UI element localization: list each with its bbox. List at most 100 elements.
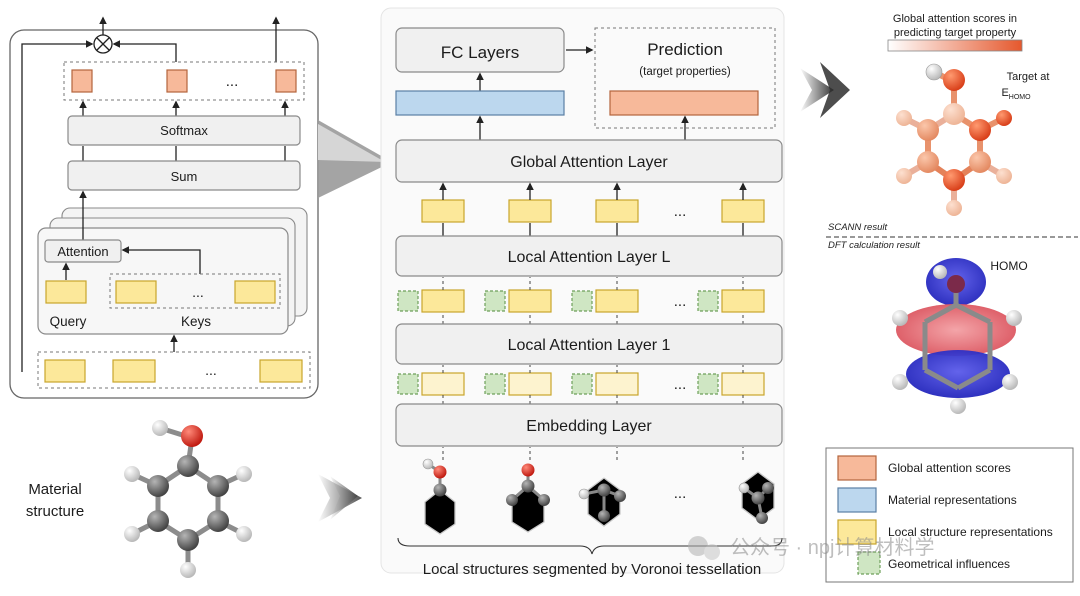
prediction-sub-label: (target properties) [639,66,731,78]
multiply-cross-b [96,37,110,51]
fragments-brace [397,537,783,555]
material-label-line2: structure [26,503,84,520]
score-row-frame [63,61,305,101]
atom-C5 [207,510,229,532]
watermark-text: 公众号 · npj计算材料学 [730,536,934,559]
atom-C1 [177,455,199,477]
material-label-line1: Material [28,481,81,498]
input-ellipsis: ... [205,362,217,378]
local-attention-L-label: Local Attention Layer L [508,249,671,266]
homo-orbital [892,258,1022,414]
prediction-output-bar [609,90,759,116]
atom-H4 [180,562,196,578]
keys-label: Keys [181,314,211,329]
keys-row-frame [109,273,281,309]
legend-item-material-repr: Material representations [888,493,1017,507]
atom-H2 [124,466,140,482]
local-structure-fragments: ... [422,447,775,535]
softmax-box [67,115,301,146]
target-energy-label: EHOMO [1001,87,1031,101]
atom-C3 [147,510,169,532]
legend-swatch-local-repr [837,519,877,545]
global-attention-layer-box [395,139,783,183]
prediction-label: Prediction [647,40,723,59]
legend-item-global-attention: Global attention scores [888,461,1011,475]
scann-result-label: SCANN result [828,222,887,233]
atom-C6 [207,475,229,497]
local-attention-layer-1-box [395,323,783,365]
legend: Global attention scores Material represe… [825,447,1074,583]
attention-color-scale [887,39,1023,52]
target-label-line1: Target at [1007,71,1050,83]
softmax-label: Softmax [160,123,208,138]
atom-O [181,425,203,447]
watermark: 公众号 · npj计算材料学 [688,536,934,560]
target-E: E [1001,87,1008,99]
target-sub: HOMO [1009,94,1031,101]
prediction-frame [594,27,776,129]
atom-H6 [236,466,252,482]
fragment-3 [578,477,626,527]
legend-swatch-global-attention [837,455,877,481]
global-attention-label: Global Attention Layer [510,154,668,171]
fc-layers-label: FC Layers [441,43,519,62]
results-panel: Global attention scores in predicting ta… [688,13,1078,583]
left-attention-panel: ... Softmax Sum Attention ... Query Keys [9,16,319,399]
atom-C4 [177,529,199,551]
wechat-icon [688,536,708,556]
atom-H-hydroxyl [152,420,168,436]
voronoi-caption: Local structures segmented by Voronoi te… [423,561,762,578]
score-to-multiply-arrow [112,40,177,62]
homo-label: HOMO [990,259,1027,273]
key-box-1 [115,280,157,304]
mixed-row-lower [397,365,765,404]
atom-H3 [124,526,140,542]
query-label: Query [50,314,87,329]
attention-molecule [896,63,1012,216]
row-ellipsis-3: ... [674,376,687,393]
fragment-2 [506,463,550,533]
scale-title-line1: Global attention scores in [893,13,1017,25]
row-ellipsis-1: ... [674,203,687,220]
center-pipeline: FC Layers Prediction (target properties)… [380,7,785,578]
scale-title-line2: predicting target property [894,27,1017,39]
score-box-3 [275,69,297,93]
atom-H5 [236,526,252,542]
legend-swatch-material-repr [837,487,877,513]
sum-box [67,160,301,191]
model-to-result-arrow-head [820,62,850,118]
input-box-3 [259,359,303,383]
row-ellipsis-2: ... [674,293,687,310]
material-structure: Material structure [26,420,252,578]
embedding-label: Embedding Layer [526,418,652,435]
query-box [45,280,87,304]
score-box-2 [166,69,188,93]
input-skip-arrow [21,40,94,372]
input-box-2 [112,359,156,383]
legend-item-local-repr: Local structure representations [888,525,1053,539]
attention-box [44,239,122,263]
keys-ellipsis: ... [192,284,204,300]
phenol-molecule [124,420,252,578]
input-box-1 [44,359,86,383]
local-attention-1-label: Local Attention Layer 1 [508,337,671,354]
score-ellipsis: ... [226,73,239,90]
legend-swatch-geom [857,551,881,575]
fragment-ellipsis: ... [674,485,687,502]
model-to-result-arrow [800,68,834,112]
attention-label: Attention [57,244,108,259]
key-box-2 [234,280,276,304]
atom-C2 [147,475,169,497]
material-to-model-arrow-shade [318,474,362,522]
fragment-1 [422,458,456,535]
sum-label: Sum [171,169,198,184]
zoom-wedge-highlight [318,124,385,162]
dft-result-label: DFT calculation result [828,240,920,251]
fc-layers-box [395,27,565,73]
embedding-layer-box [395,403,783,447]
local-L-output-row [421,182,765,236]
input-row-frame [37,351,311,389]
material-representation-bar [395,90,565,116]
